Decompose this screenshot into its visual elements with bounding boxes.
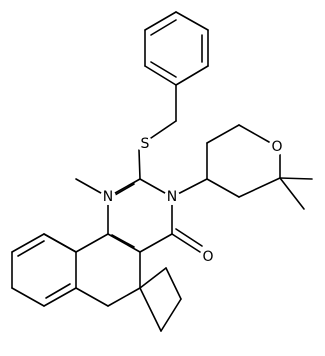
- bond: [144, 11, 177, 31]
- bond: [107, 287, 141, 307]
- bond: [150, 61, 177, 78]
- cyclopentane-ring: [107, 251, 182, 332]
- atom-N-right: N: [164, 189, 180, 205]
- benzo-ring: [11, 233, 77, 299]
- bond: [175, 228, 203, 247]
- bond: [144, 65, 177, 86]
- atom-S: S: [137, 136, 153, 152]
- bond: [175, 65, 209, 86]
- bond: [160, 298, 182, 332]
- atom-N-left: N: [100, 189, 116, 205]
- bond: [11, 233, 45, 253]
- oxygen-label: O: [271, 139, 282, 155]
- bond: [238, 124, 270, 143]
- bond: [75, 287, 109, 307]
- bond: [150, 120, 177, 139]
- bond: [238, 177, 281, 198]
- bond: [11, 287, 45, 307]
- bond: [107, 233, 141, 253]
- bond: [175, 11, 209, 31]
- oxygen-label: O: [202, 249, 213, 265]
- atom-O-carbonyl: O: [200, 249, 216, 265]
- bond: [150, 19, 177, 36]
- nitrogen-label: N: [167, 189, 177, 205]
- nitrogen-label: N: [103, 189, 113, 205]
- bond: [279, 177, 305, 210]
- bond: [45, 283, 71, 299]
- atom-O-pyran: O: [269, 139, 285, 155]
- bond: [17, 240, 45, 257]
- bond: [171, 233, 201, 253]
- bond: [75, 233, 109, 253]
- bond: [139, 233, 173, 253]
- bond: [138, 149, 141, 180]
- tetrahydropyran-ring: [206, 124, 281, 198]
- bond: [111, 234, 135, 248]
- bond: [206, 124, 240, 144]
- bond: [139, 287, 162, 332]
- bond: [43, 287, 77, 307]
- bond: [43, 233, 77, 253]
- bond: [206, 178, 240, 198]
- bond: [279, 177, 313, 180]
- bond: [165, 267, 182, 300]
- phenyl-ring: [144, 11, 209, 86]
- bond: [139, 267, 167, 289]
- sulfur-label: S: [141, 136, 150, 152]
- pyrimidinone-ring: [107, 178, 173, 253]
